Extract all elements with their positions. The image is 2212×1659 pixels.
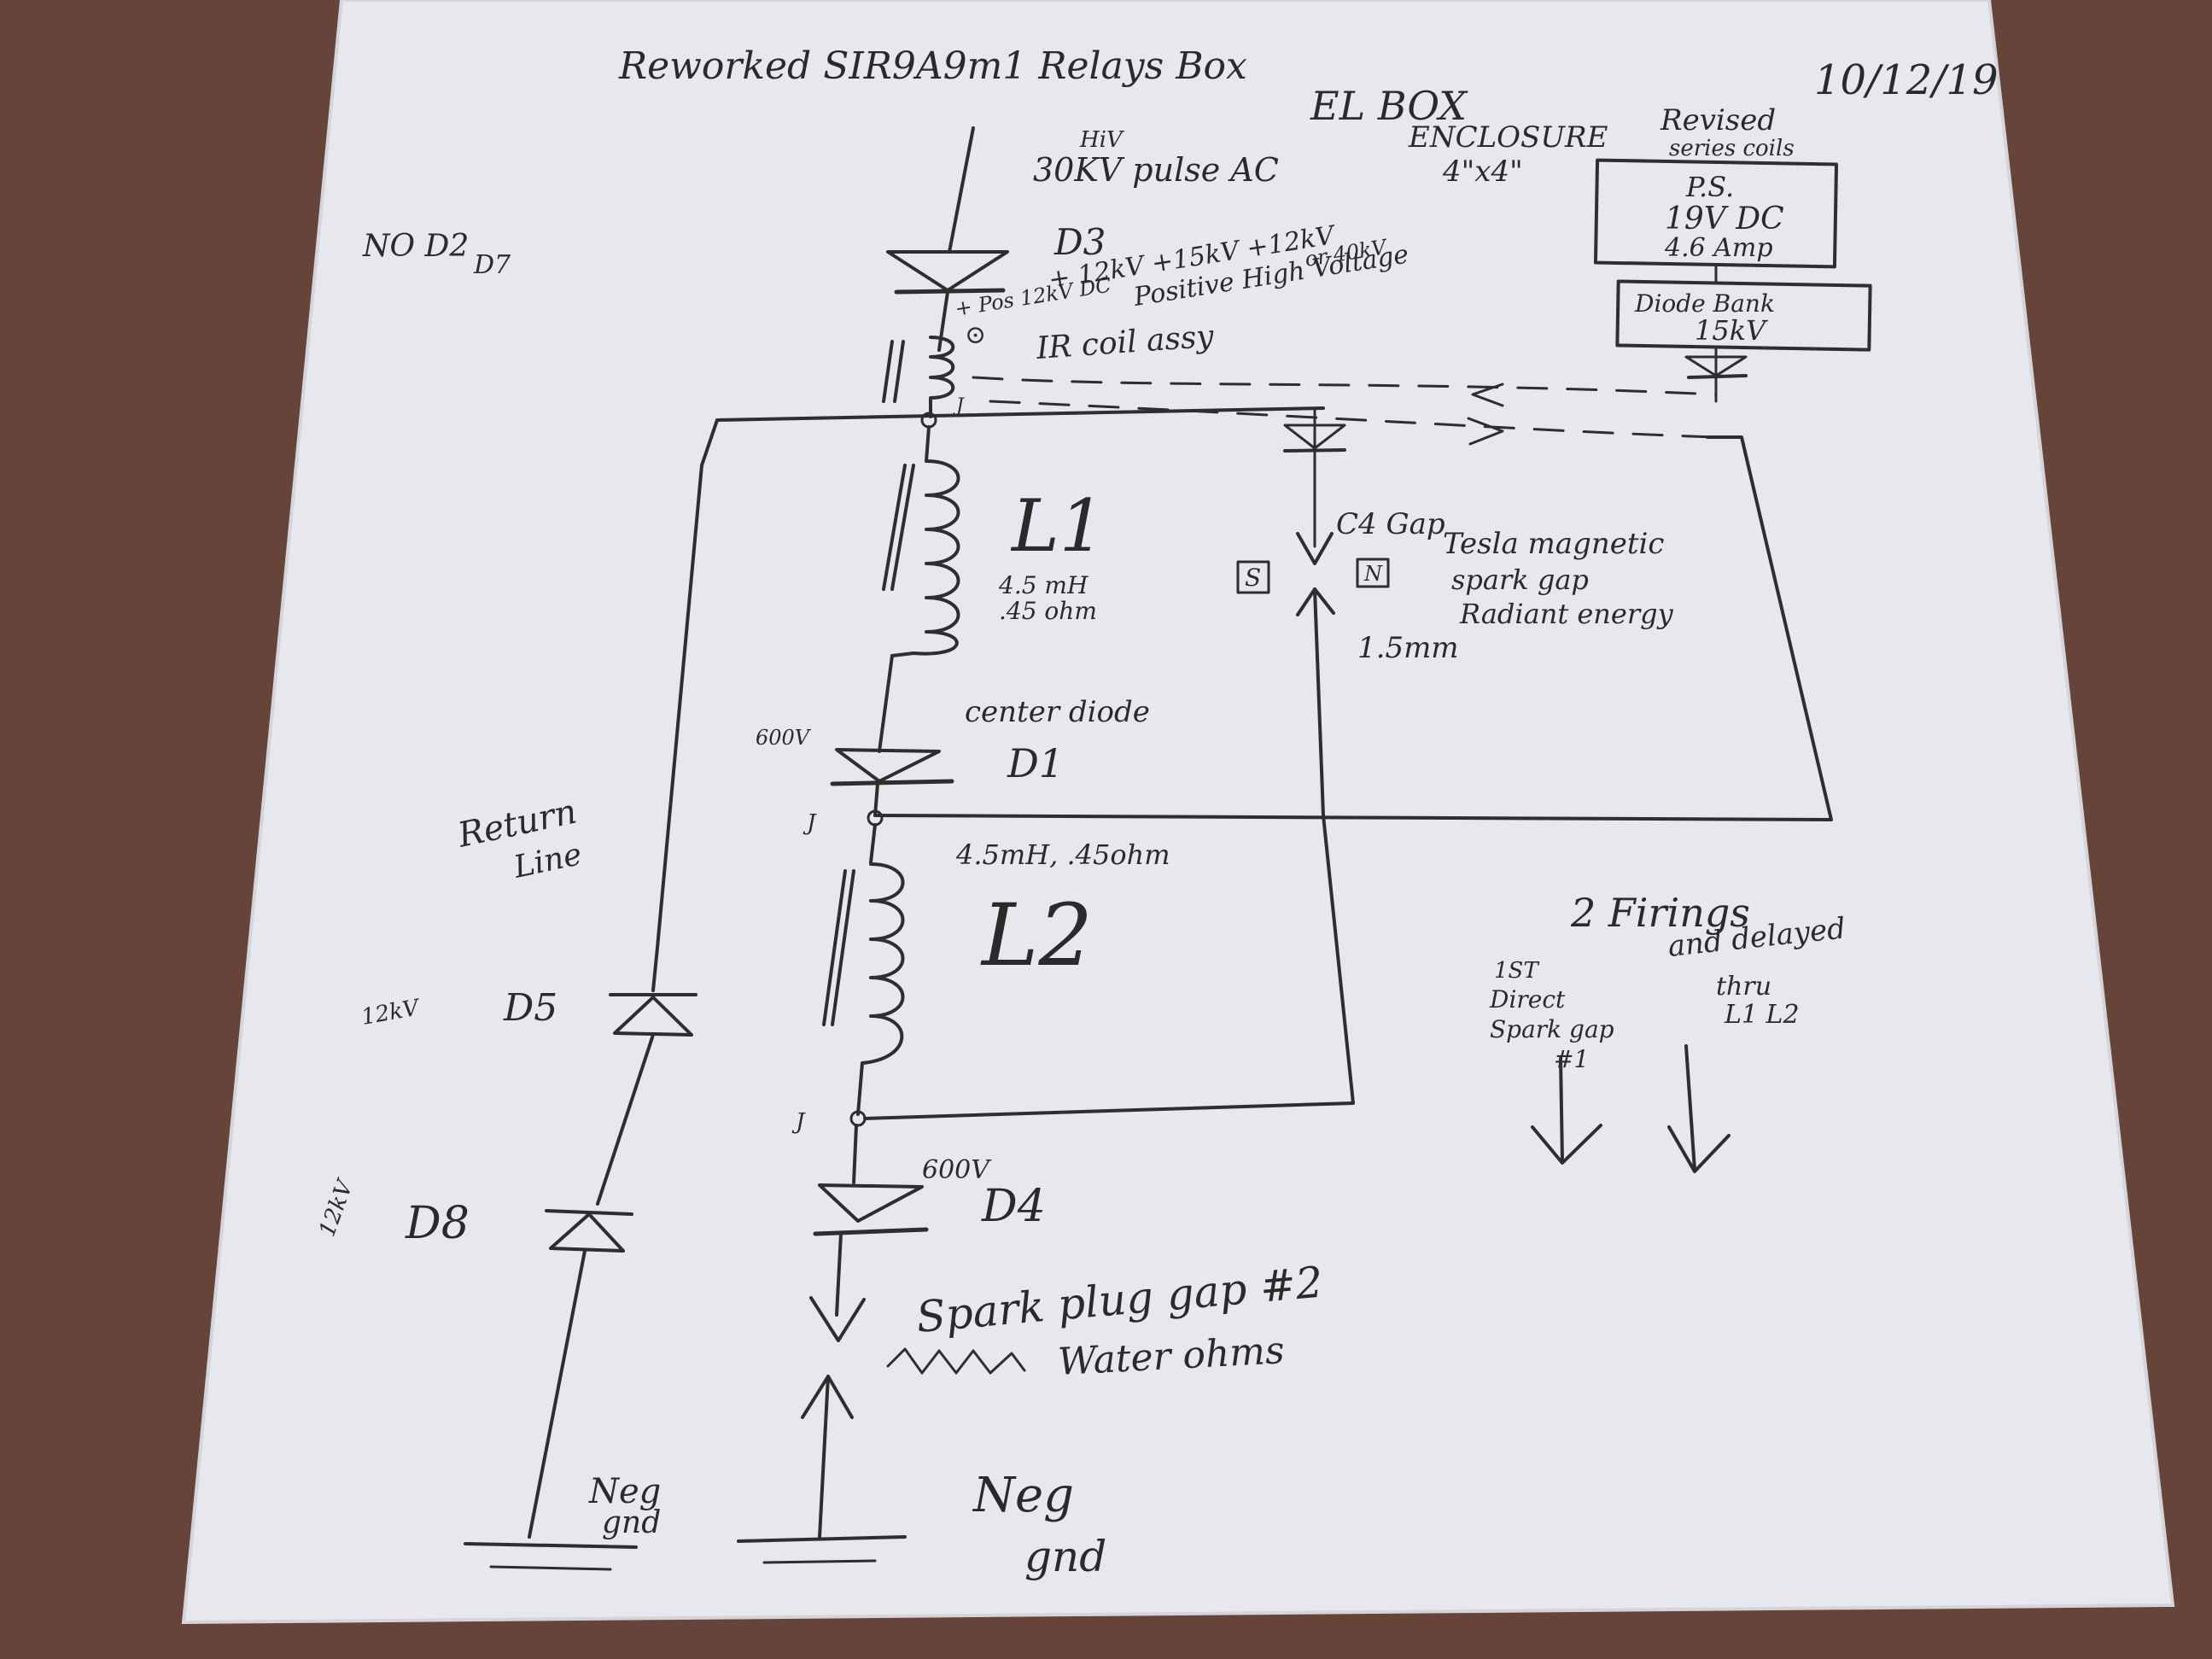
d5-name-label: D5 — [503, 986, 557, 1030]
firing-arrow-2-icon — [1667, 1044, 1730, 1173]
tesla-gap-label-3: Radiant energy — [1459, 598, 1674, 630]
c4-diode — [1283, 408, 1346, 548]
diagram-title: Reworked SIR9A9m1 Relays Box — [618, 44, 1247, 88]
gap-size-label: 1.5mm — [1357, 631, 1459, 665]
magnet-s-label: S — [1245, 564, 1261, 592]
l1-spec-1: 4.5 mH — [998, 571, 1088, 599]
enclosure-label: ENCLOSURE — [1408, 120, 1608, 155]
diode-bank-box — [1615, 279, 1872, 352]
low-junction-label: J — [791, 1109, 806, 1135]
d3-diode — [886, 250, 1009, 352]
d8-diode — [528, 1209, 633, 1539]
d1-name-label: D1 — [1007, 740, 1064, 786]
diode-bank-label-1: Diode Bank — [1634, 289, 1775, 318]
tesla-gap-label-1: Tesla magnetic — [1443, 527, 1664, 561]
firings-second-3: L1 L2 — [1724, 1000, 1800, 1030]
d1-rating-label: 600V — [756, 726, 812, 750]
neg-gnd-left-2: gnd — [602, 1505, 661, 1540]
firings-second-2: thru — [1716, 972, 1771, 1002]
tesla-spark-gap — [1296, 532, 1355, 1105]
diode-bank-output-diode — [1684, 347, 1748, 403]
firings-title: 2 Firings — [1570, 890, 1750, 936]
el-box-label: EL BOX — [1310, 83, 1468, 129]
ground-symbol-center — [737, 1535, 907, 1564]
d1-desc-label: center diode — [965, 695, 1150, 729]
right-loop-wire — [873, 435, 1833, 821]
firing-arrow-1-icon — [1531, 1057, 1602, 1165]
diode-bank-label-2: 15kV — [1695, 314, 1768, 347]
dashed-control-line-top — [972, 376, 1718, 396]
return-line-wire — [651, 418, 719, 992]
d4-diode — [813, 1124, 929, 1317]
neg-gnd-center-2: gnd — [1024, 1532, 1106, 1581]
mid-junction-label: J — [803, 810, 817, 836]
l2-coil — [822, 823, 905, 1116]
paper-sheet — [184, 0, 2173, 1622]
magnet-s-box — [1236, 560, 1270, 594]
l1-spec-2: .45 ohm — [999, 597, 1097, 625]
series-coils-label: series coils — [1669, 136, 1795, 161]
hv-label: HiV — [1079, 127, 1124, 153]
hv-source-label: 30KV pulse AC — [1033, 151, 1279, 189]
lower-bus-wire — [863, 1101, 1355, 1120]
l2-name-label: L2 — [980, 885, 1093, 985]
l1-coil — [878, 425, 960, 753]
ir-junction-label: J — [953, 395, 965, 417]
arrow-left-icon — [1471, 383, 1504, 407]
d4-rating-label: 600V — [922, 1155, 992, 1185]
hv-input-wire — [948, 126, 975, 254]
ground-symbol-left — [464, 1542, 638, 1571]
neg-gnd-center-1: Neg — [972, 1468, 1074, 1523]
firings-first-1: 1ST — [1494, 958, 1539, 984]
spark-plug-gap — [801, 1296, 1026, 1539]
d5-diode — [596, 993, 697, 1206]
d4-name-label: D4 — [981, 1181, 1046, 1232]
revised-label: Revised — [1660, 103, 1776, 137]
ir-coil-symbol: ⊙ — [965, 320, 986, 350]
no-d2-label: NO D2 — [362, 229, 469, 264]
enclosure-size-label: 4"x4" — [1442, 155, 1523, 189]
d8-name-label: D8 — [405, 1198, 470, 1249]
top-bus-wire — [715, 406, 1325, 422]
ps-label-3: 4.6 Amp — [1664, 233, 1773, 263]
magnet-n-box — [1356, 558, 1390, 588]
c4-gap-label: C4 Gap — [1336, 507, 1445, 541]
dashed-control-line-bottom — [989, 400, 1718, 439]
ir-coil — [882, 336, 955, 418]
ps-label-2: 19V DC — [1665, 202, 1784, 237]
d3-name-label: D3 — [1053, 221, 1106, 263]
arrow-right-icon — [1467, 417, 1504, 446]
firings-first-2: Direct — [1489, 985, 1566, 1014]
paper-edge — [181, 0, 2175, 1625]
no-d7-label: D7 — [473, 250, 511, 280]
l1-name-label: L1 — [1010, 484, 1105, 568]
firings-first-3: Spark gap — [1490, 1015, 1614, 1043]
l2-spec-label: 4.5mH, .45ohm — [955, 838, 1170, 871]
ps-label-1: P.S. — [1685, 171, 1734, 203]
date-label: 10/12/19 — [1814, 56, 1999, 104]
neg-gnd-left-1: Neg — [588, 1472, 661, 1511]
magnet-n-label: N — [1363, 562, 1383, 586]
tesla-gap-label-2: spark gap — [1451, 564, 1589, 596]
